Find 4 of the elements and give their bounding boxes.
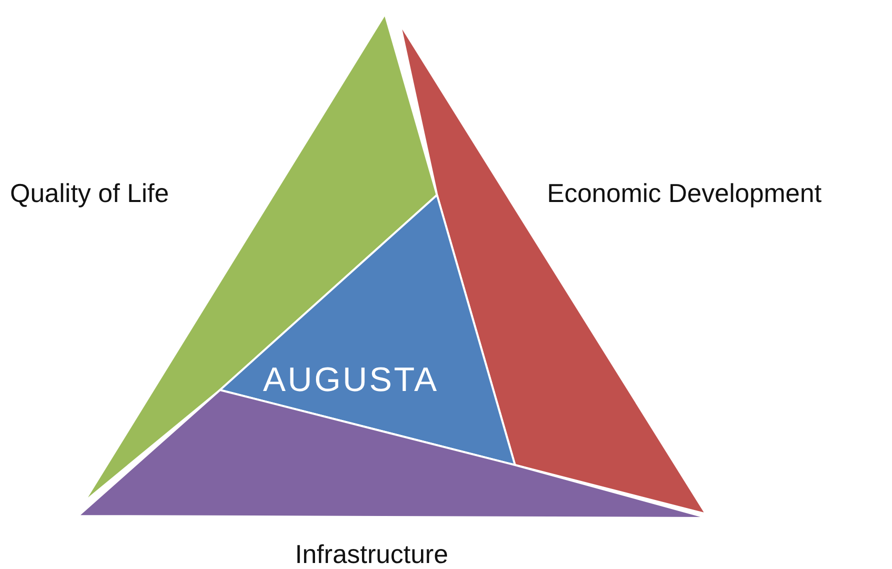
center-label: AUGUSTA <box>263 363 439 397</box>
segment-label: Economic Development <box>547 180 822 206</box>
segment-label: Quality of Life <box>10 180 169 206</box>
segment-label: Infrastructure <box>295 541 448 567</box>
